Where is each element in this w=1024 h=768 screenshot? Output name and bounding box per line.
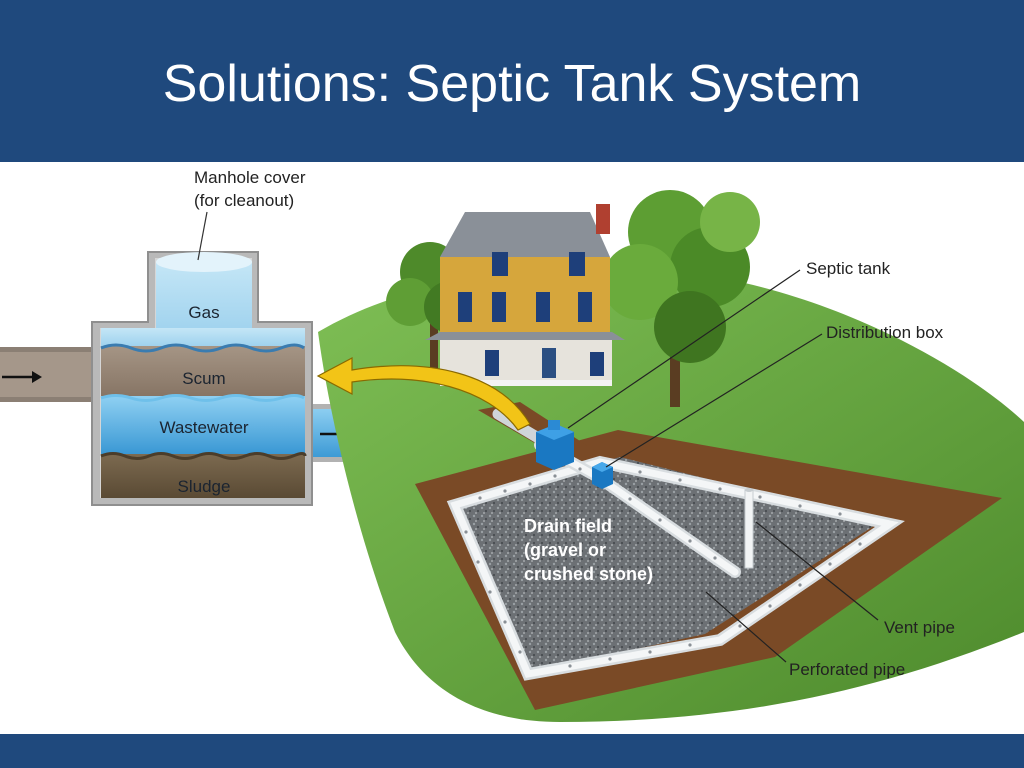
manhole-label-line2: (for cleanout) — [194, 191, 294, 210]
scum-label: Scum — [182, 369, 225, 388]
slide-title: Solutions: Septic Tank System — [162, 55, 862, 113]
house — [425, 204, 625, 386]
distribution-box-leader-line — [605, 333, 823, 468]
drain-field-label-line3: crushed stone) — [524, 564, 653, 584]
gas-layer — [156, 262, 252, 334]
system-illustration: Drain field (gravel or crushed stone) Se… — [316, 190, 1024, 722]
manhole-label-line1: Manhole cover — [194, 168, 306, 187]
inlet-pipe — [0, 347, 100, 402]
pipe-perforations — [464, 467, 862, 668]
wastewater-label: Wastewater — [159, 418, 248, 437]
septic-tank-label: Septic tank — [806, 259, 891, 278]
tree-right — [602, 190, 760, 407]
vent-pipe-leader-line — [755, 521, 879, 621]
septic-tank-box — [536, 420, 574, 470]
footer-bar — [0, 734, 1024, 768]
sludge-layer — [101, 454, 305, 498]
drain-field-gravel — [458, 457, 880, 672]
drain-field-label-line1: Drain field — [524, 516, 612, 536]
perforated-pipe-label: Perforated pipe — [789, 660, 905, 679]
distribution-box-label: Distribution box — [826, 323, 944, 342]
scum-layer — [101, 346, 305, 396]
vent-pipe — [744, 488, 754, 569]
septic-tank-leader-line — [567, 269, 801, 429]
septic-diagram: Gas Scum Wastewater Sludge Manhole cover… — [0, 168, 1024, 722]
vent-pipe-label: Vent pipe — [884, 618, 955, 637]
flow-arrow-icon — [316, 357, 531, 431]
wastewater-layer — [101, 396, 305, 454]
drain-field-label-line2: (gravel or — [524, 540, 606, 560]
inflow-arrow-icon — [2, 371, 42, 383]
title-bar: Solutions: Septic Tank System — [0, 0, 1024, 162]
manhole-leader-line — [197, 211, 208, 261]
perforated-pipe-leader-line — [705, 591, 787, 663]
distribution-box — [592, 462, 613, 489]
gas-label: Gas — [188, 303, 219, 322]
sludge-label: Sludge — [178, 477, 231, 496]
